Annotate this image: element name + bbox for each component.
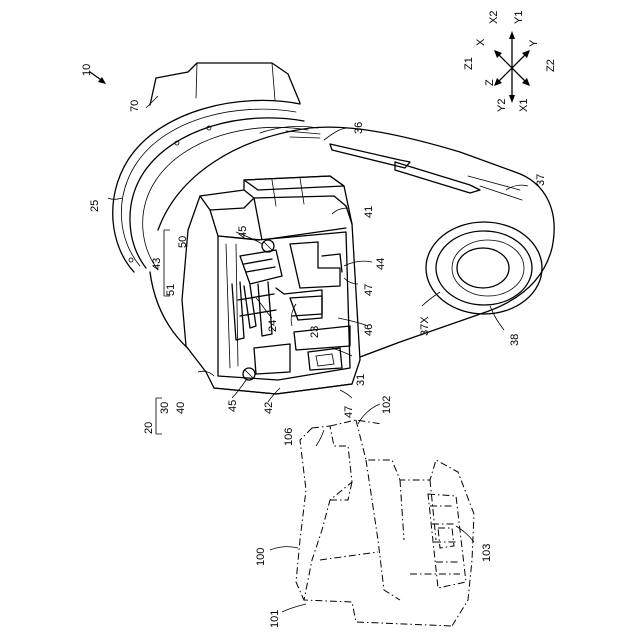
label-70: 70 — [129, 100, 141, 112]
axis-z-label: Z — [484, 79, 496, 86]
axis-y-label: Y — [528, 39, 540, 47]
axis-y2-label: Y2 — [496, 99, 508, 112]
label-45-bottom: 45 — [227, 400, 239, 412]
label-51: 51 — [165, 284, 177, 296]
label-50: 50 — [177, 236, 189, 248]
axis-indicator: X2 Y1 X Y Z1 Z2 Z Y2 X1 — [463, 11, 557, 112]
mating-connector — [296, 420, 474, 626]
label-31: 31 — [355, 374, 367, 386]
label-30: 30 — [159, 402, 171, 414]
label-42: 42 — [263, 402, 275, 414]
label-43: 43 — [151, 258, 163, 270]
label-101: 101 — [269, 610, 281, 628]
label-20: 20 — [143, 422, 155, 434]
label-37x: 37X — [419, 316, 431, 336]
label-24: 24 — [267, 320, 279, 332]
label-45-top: 45 — [237, 226, 249, 238]
axis-z1-label: Z1 — [463, 57, 475, 70]
label-10: 10 — [81, 64, 93, 76]
label-102: 102 — [381, 396, 393, 414]
label-46: 46 — [363, 324, 375, 336]
label-47-lower: 47 — [343, 406, 355, 418]
label-25: 25 — [89, 200, 101, 212]
axis-y1-label: Y1 — [513, 11, 525, 24]
label-23: 23 — [309, 326, 321, 338]
label-40: 40 — [175, 402, 187, 414]
connector-housing — [182, 176, 360, 394]
label-100: 100 — [255, 548, 267, 566]
axis-x2-label: X2 — [488, 11, 500, 24]
label-47-upper: 47 — [363, 284, 375, 296]
label-44: 44 — [375, 258, 387, 270]
label-38: 38 — [509, 334, 521, 346]
label-37: 37 — [535, 174, 547, 186]
label-103: 103 — [481, 544, 493, 562]
axis-z2-label: Z2 — [545, 59, 557, 72]
axis-x-label: X — [475, 38, 487, 46]
label-41: 41 — [363, 206, 375, 218]
label-36: 36 — [353, 122, 365, 134]
label-106: 106 — [283, 428, 295, 446]
axis-x1-label: X1 — [518, 99, 530, 112]
